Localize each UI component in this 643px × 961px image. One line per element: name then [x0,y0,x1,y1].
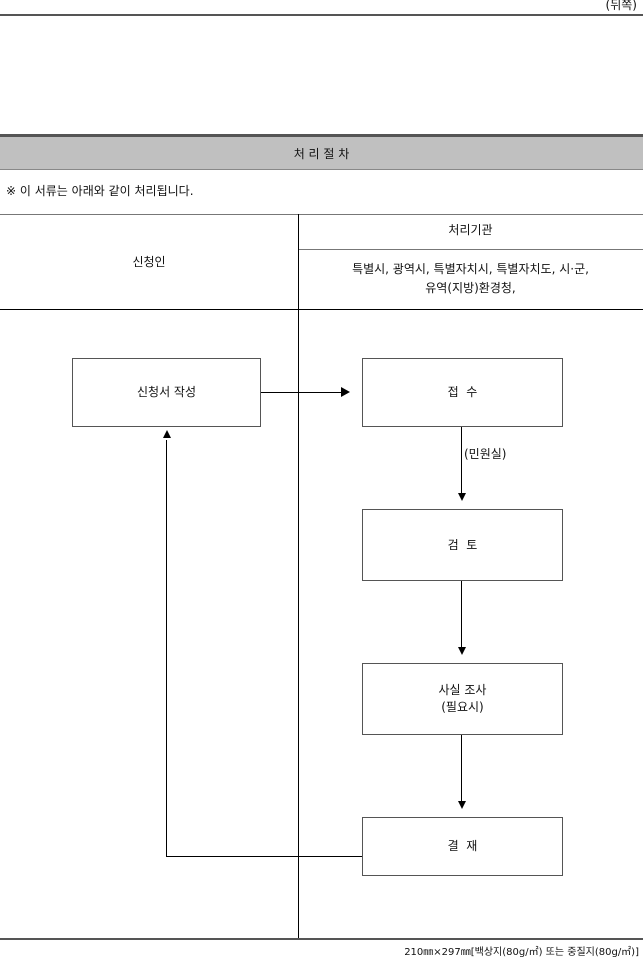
investigation-label-line1: 사실 조사 [438,683,487,697]
application-box: 신청서 작성 [72,358,261,427]
applicant-column-header: 신청인 [132,255,166,269]
agency-header-rule [298,249,643,250]
connector-application-to-receipt [261,392,341,393]
arrow-right-icon [341,387,350,397]
agency-column-header: 처리기관 [448,223,493,237]
arrow-down-icon [458,647,466,655]
arrow-down-icon [458,493,466,501]
decision-label: 결 재 [447,839,478,853]
top-rule [0,14,643,16]
page-side-label: (뒤쪽) [605,0,637,12]
investigation-box: 사실 조사 (필요시) [362,663,563,735]
connector-decision-return-vertical [166,440,167,857]
application-label: 신청서 작성 [136,385,196,399]
processing-note: ※ 이 서류는 아래와 같이 처리됩니다. [6,184,194,198]
review-box: 검 토 [362,509,563,581]
arrow-down-icon [458,801,466,809]
investigation-label-line2: (필요시) [441,700,484,714]
receipt-label: 접 수 [447,385,478,399]
decision-box: 결 재 [362,817,563,876]
table-header-bottom-rule [0,309,643,310]
receipt-note: (민원실) [464,447,507,461]
section-title: 처 리 절 차 [293,146,350,161]
column-divider [298,214,299,938]
band-top-rule [0,134,643,137]
table-top-rule [0,214,643,215]
band-bottom-rule [0,169,643,170]
section-title-band: 처 리 절 차 [0,137,643,169]
agency-list-line1: 특별시, 광역시, 특별자치시, 특별자치도, 시·군, [352,262,589,276]
arrow-up-icon [163,430,171,438]
connector-decision-return-horizontal [166,856,362,857]
connector-receipt-to-review [461,427,462,493]
bottom-rule [0,938,643,940]
agency-list-line2: 유역(지방)환경청, [425,281,516,295]
connector-review-to-investigation [461,581,462,647]
connector-investigation-to-decision [461,735,462,801]
paper-spec: 210㎜×297㎜[백상지(80g/㎡) 또는 중질지(80g/㎡)] [404,947,639,958]
receipt-box: 접 수 [362,358,563,427]
review-label: 검 토 [447,537,478,552]
